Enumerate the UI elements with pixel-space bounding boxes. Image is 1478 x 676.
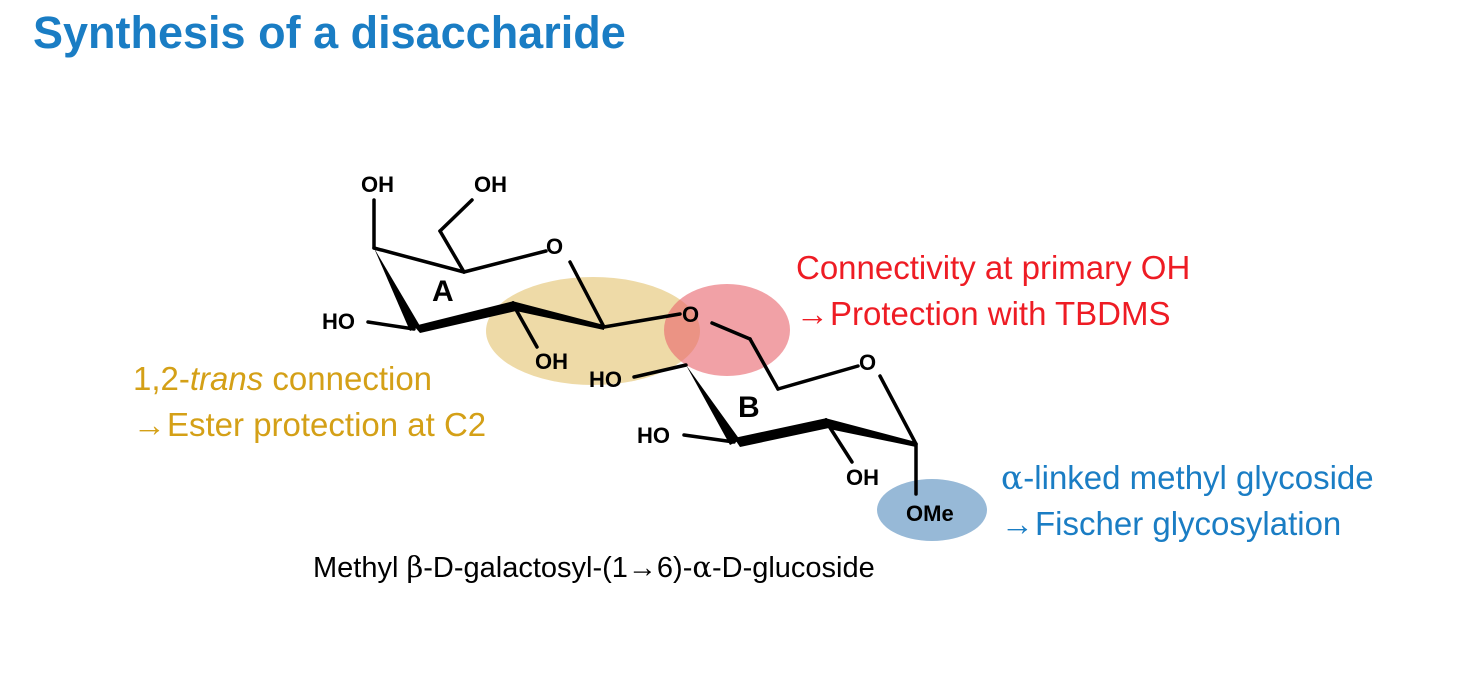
atom-o-ring-a: O bbox=[546, 234, 563, 259]
atom-oh-c2-a: OH bbox=[535, 349, 568, 374]
caption-arrow: → bbox=[627, 552, 657, 584]
ring-b-wedge-right bbox=[825, 418, 916, 447]
atom-oh-top-right: OH bbox=[474, 172, 507, 197]
trans-prefix: 1,2- bbox=[133, 360, 190, 397]
trans-suffix: connection bbox=[263, 360, 433, 397]
atom-o-ring-b: O bbox=[859, 350, 876, 375]
ring-a-wedge-right bbox=[512, 301, 604, 330]
atom-ho-b-upper: HO bbox=[589, 367, 622, 392]
compound-caption: Methyl β-D-galactosyl-(1→6)-α-D-glucosid… bbox=[313, 550, 875, 585]
caption-part2: -D-galactosyl-(1 bbox=[423, 552, 628, 584]
page-title: Synthesis of a disaccharide bbox=[33, 7, 626, 58]
ring-a-wedge-left bbox=[374, 248, 420, 331]
atom-ho-a: HO bbox=[322, 309, 355, 334]
primary-oh-note: Connectivity at primary OH →Protection w… bbox=[796, 245, 1190, 337]
primary-oh-note-line2: →Protection with TBDMS bbox=[796, 291, 1190, 337]
atom-oh-top-left: OH bbox=[361, 172, 394, 197]
trans-note-text: Ester protection at C2 bbox=[167, 406, 487, 443]
ring-a-wedge-front bbox=[414, 301, 516, 333]
alpha-note-line1: α-linked methyl glycoside bbox=[1001, 455, 1374, 501]
alpha-symbol: α bbox=[1001, 458, 1024, 497]
atom-ho-b-lower: HO bbox=[637, 423, 670, 448]
trans-note: 1,2-trans connection →Ester protection a… bbox=[133, 356, 486, 448]
trans-note-line2: →Ester protection at C2 bbox=[133, 402, 486, 448]
caption-part1: Methyl bbox=[313, 552, 407, 584]
ester-highlight bbox=[486, 277, 700, 385]
arrow-right-icon: → bbox=[133, 406, 166, 443]
trans-note-line1: 1,2-trans connection bbox=[133, 356, 486, 402]
ring-b-wedge-front bbox=[734, 418, 829, 447]
alpha-note-line2: →Fischer glycosylation bbox=[1001, 501, 1374, 547]
alpha-note-text: Fischer glycosylation bbox=[1035, 505, 1342, 542]
alpha-note-rest: -linked methyl glycoside bbox=[1023, 459, 1374, 496]
arrow-right-icon: → bbox=[796, 295, 829, 332]
caption-beta: β bbox=[406, 550, 424, 584]
atom-ome: OMe bbox=[906, 501, 954, 526]
ring-b-wedge-left bbox=[686, 365, 740, 445]
ring-label-a: A bbox=[432, 275, 454, 308]
atom-o-link: O bbox=[682, 302, 699, 327]
arrow-right-icon: → bbox=[1001, 505, 1034, 542]
ring-a-bonds bbox=[366, 198, 682, 349]
ring-b-bonds bbox=[632, 321, 918, 496]
trans-italic: trans bbox=[189, 360, 264, 397]
ring-label-b: B bbox=[738, 391, 760, 424]
caption-part4: -D-glucoside bbox=[711, 552, 875, 584]
primary-oh-note-text: Protection with TBDMS bbox=[830, 295, 1171, 332]
atom-oh-b: OH bbox=[846, 465, 879, 490]
primary-oh-note-line1: Connectivity at primary OH bbox=[796, 249, 1191, 286]
caption-alpha: α bbox=[692, 550, 712, 584]
methyl-highlight bbox=[877, 479, 987, 541]
alpha-note: α-linked methyl glycoside →Fischer glyco… bbox=[1001, 455, 1374, 547]
caption-part3: 6)- bbox=[656, 552, 693, 584]
